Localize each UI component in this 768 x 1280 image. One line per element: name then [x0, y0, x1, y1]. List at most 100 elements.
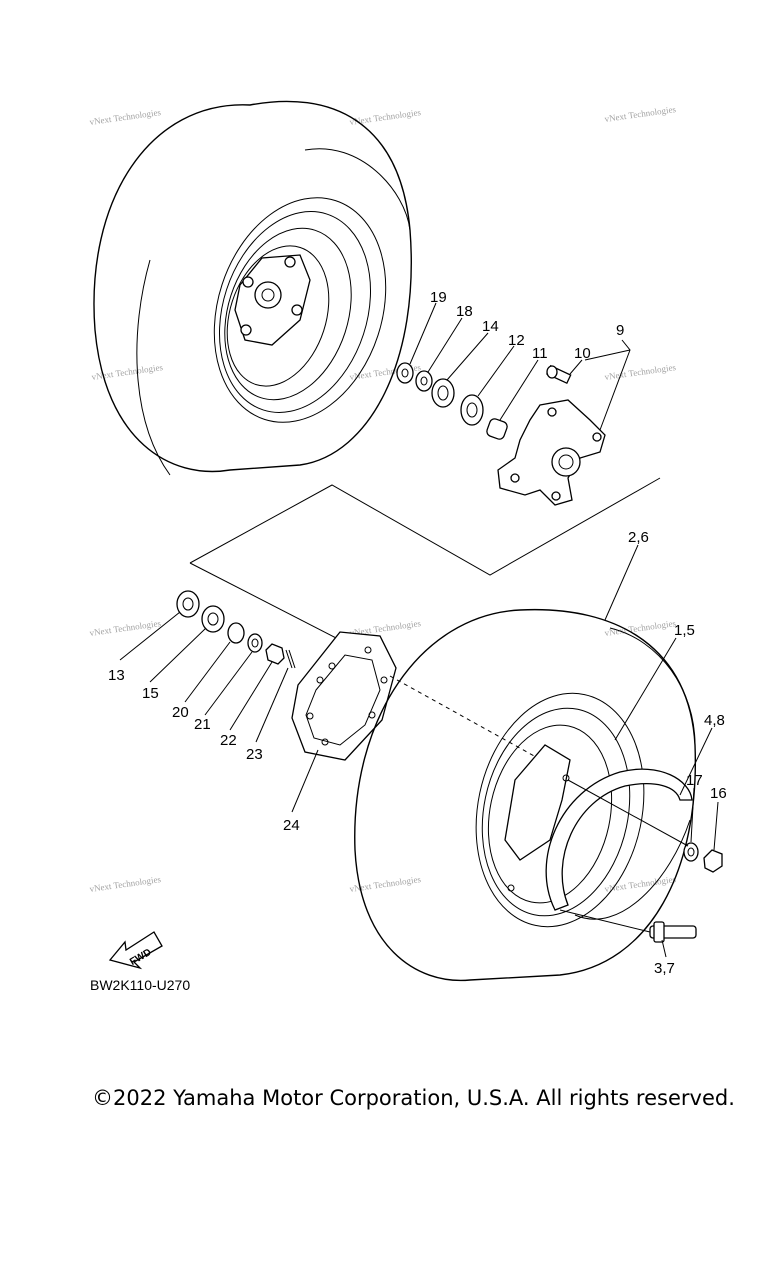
bottom-tire: [354, 608, 697, 982]
part-20-collar: [227, 622, 245, 644]
watermark: vNext Technologies: [604, 618, 677, 638]
top-rim: [213, 197, 387, 423]
part-24-disc-hole: [306, 712, 314, 720]
part-11-collar: [486, 418, 508, 440]
bottom-valve-hole: [507, 884, 515, 892]
part-18-bearing: [415, 370, 433, 392]
label-21: 21: [194, 716, 211, 733]
part-21-washer: [247, 633, 263, 653]
part-14-bearing: [431, 378, 455, 408]
leader-13: [119, 611, 181, 661]
leader-22: [229, 661, 273, 731]
label-11: 11: [532, 345, 548, 362]
watermark: vNext Technologies: [89, 874, 162, 894]
valve-line: [559, 909, 651, 933]
part-10-bolt-head: [546, 365, 558, 379]
part-24-disc-hole: [321, 738, 329, 746]
part-9-hub-hole: [592, 432, 602, 442]
top-hub-stud: [242, 276, 254, 288]
copyright-notice: ©2022 Yamaha Motor Corporation, U.S.A. A…: [92, 1086, 735, 1110]
label-23: 23: [246, 746, 263, 763]
part-9-hub-bore: [551, 447, 581, 477]
part-9-hub-bore-inner: [558, 454, 574, 470]
leader-14: [446, 332, 489, 381]
leader-2: [604, 544, 639, 621]
part-24-disc-hole: [328, 662, 336, 670]
label-2-6: 2,6: [628, 529, 649, 546]
leader-21: [204, 651, 253, 716]
label-14: 14: [482, 318, 499, 335]
label-4-8: 4,8: [704, 712, 725, 729]
top-wheel-assembly: [93, 100, 412, 476]
part-4-rim-band: [545, 768, 693, 911]
leader-17: [690, 787, 695, 843]
top-tire-sidewall: [304, 148, 411, 231]
label-10: 10: [574, 345, 591, 362]
leader-1: [614, 637, 677, 741]
watermark: vNext Technologies: [604, 874, 677, 894]
part-24-brake-disc: [291, 631, 397, 761]
label-12: 12: [508, 332, 525, 349]
part-22-nut: [265, 643, 285, 665]
top-rim-ring: [226, 245, 330, 387]
top-hub-stud: [240, 324, 252, 336]
watermark: vNext Technologies: [604, 104, 677, 124]
leader-lines: [119, 302, 719, 958]
part-18-bearing-inner: [420, 376, 428, 386]
top-hub-stud: [291, 304, 303, 316]
part-19-seal-inner: [401, 368, 409, 378]
leader-24: [291, 749, 319, 813]
top-tire: [93, 100, 412, 473]
part-13-bearing-inner: [182, 597, 194, 611]
leader-9: [584, 339, 631, 431]
leader-15: [149, 627, 207, 683]
part-16-nut: [703, 849, 723, 873]
part-24-disc-hole: [316, 676, 324, 684]
leader-16: [713, 801, 719, 851]
part-9-hub-hole: [510, 473, 520, 483]
label-15: 15: [142, 685, 159, 702]
stud-to-nut-guide: [567, 779, 689, 847]
part-15-bearing-inner: [207, 612, 219, 626]
watermarks: vNext Technologies vNext Technologies vN…: [89, 104, 677, 894]
fwd-arrow-icon: [108, 931, 163, 970]
leader-11: [499, 359, 539, 421]
part-24-disc-hole: [380, 676, 388, 684]
leader-12: [477, 345, 515, 397]
top-rim-ring: [224, 227, 352, 401]
label-9: 9: [616, 322, 624, 339]
bottom-rim-ring: [487, 724, 613, 904]
valve-stem: [559, 909, 697, 943]
leader-18: [427, 317, 463, 373]
top-rim-ring: [218, 211, 372, 413]
part-19-seal: [396, 362, 414, 384]
part-23-cotter-pin: [285, 649, 296, 669]
part-14-bearing-inner: [437, 385, 449, 401]
label-1-5: 1,5: [674, 622, 695, 639]
part-17-washer: [683, 842, 699, 862]
part-labels: 19 18 14 12 11 10 9 2,6 13 15 1,5 20 21 …: [108, 289, 727, 977]
leader-4: [679, 727, 713, 796]
part-13-bearing: [176, 590, 200, 618]
leader-23: [255, 667, 289, 743]
top-hub-bore-inner: [261, 288, 275, 302]
top-hub-stud: [284, 256, 296, 268]
bottom-tire-sidewall: [609, 627, 696, 746]
label-20: 20: [172, 704, 189, 721]
top-tire-sidewall: [136, 259, 171, 476]
leader-19: [409, 302, 437, 365]
top-parts: [396, 362, 606, 506]
label-22: 22: [220, 732, 237, 749]
label-16: 16: [710, 785, 727, 802]
leader-20: [184, 641, 231, 703]
bottom-left-parts: [176, 590, 296, 669]
assembly-outline: [189, 562, 341, 641]
leader-10: [569, 359, 583, 375]
part-15-bearing: [201, 605, 225, 633]
label-18: 18: [456, 303, 473, 320]
part-12-bearing: [460, 394, 484, 426]
brake-disc: [291, 631, 397, 761]
bottom-valve-hole: [562, 774, 570, 782]
bottom-rim-ring: [481, 707, 631, 917]
